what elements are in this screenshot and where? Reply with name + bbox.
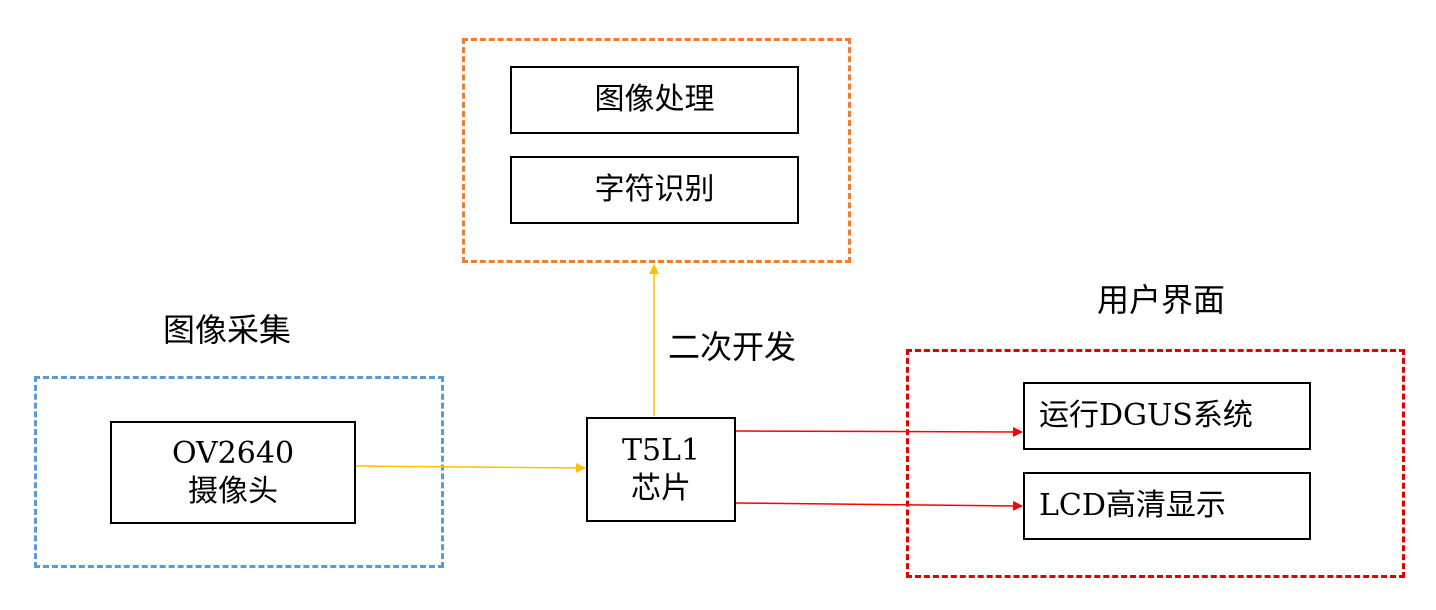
ui-group <box>906 349 1405 578</box>
processing-group <box>462 38 851 263</box>
capture-group <box>34 376 444 568</box>
ui-group-label: 用户界面 <box>1097 281 1226 319</box>
capture-group-label: 图像采集 <box>163 311 292 349</box>
char-recognition-box: 字符识别 <box>510 156 799 224</box>
image-processing-box: 图像处理 <box>510 66 799 134</box>
camera-model-text: OV2640 <box>171 435 295 471</box>
lcd-box: LCD高清显示 <box>1023 472 1311 540</box>
dgus-text: 运行DGUS系统 <box>1039 398 1253 433</box>
lcd-text: LCD高清显示 <box>1039 488 1226 523</box>
secondary-dev-label: 二次开发 <box>668 328 797 366</box>
image-processing-text: 图像处理 <box>594 82 715 117</box>
dgus-box: 运行DGUS系统 <box>1023 382 1311 450</box>
chip-name-text: 芯片 <box>631 470 691 506</box>
chip-box: T5L1 芯片 <box>586 417 736 522</box>
camera-name-text: 摄像头 <box>188 473 278 509</box>
char-recognition-text: 字符识别 <box>594 172 715 207</box>
chip-model-text: T5L1 <box>621 432 701 468</box>
camera-box: OV2640 摄像头 <box>110 421 356 524</box>
